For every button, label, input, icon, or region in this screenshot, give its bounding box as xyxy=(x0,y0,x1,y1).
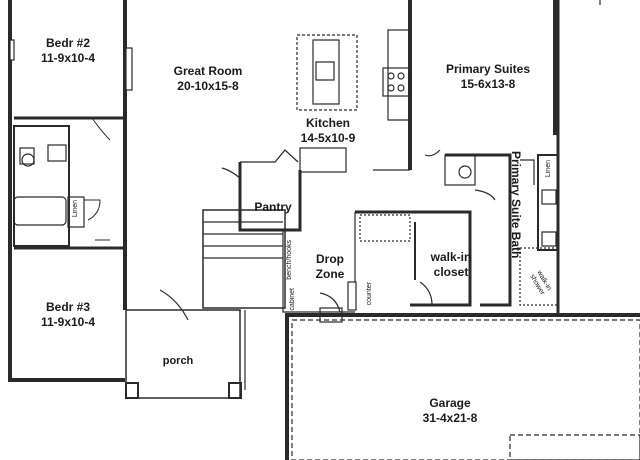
room-name: Drop Zone xyxy=(315,252,345,281)
tub xyxy=(13,196,67,226)
room-name: Bedr #2 xyxy=(45,36,91,50)
exterior-wall xyxy=(8,0,125,382)
room-name: Great Room xyxy=(173,64,243,78)
fixture-label-linen-right: Linen xyxy=(545,160,552,178)
room-name: Bedr #3 xyxy=(45,300,91,314)
room-label-porch: porch xyxy=(162,355,194,367)
room-size: 14-5x10-9 xyxy=(300,131,356,145)
room-label-bedr3: Bedr #3 11-9x10-4 xyxy=(28,300,108,330)
room-label-garage: Garage 31-4x21-8 xyxy=(390,396,510,426)
sink-left xyxy=(47,144,67,162)
room-name: Kitchen xyxy=(305,116,350,130)
room-label-great-room: Great Room 20-10x15-8 xyxy=(158,64,258,94)
room-label-walkin-closet: walk-in closet xyxy=(424,250,478,280)
fixture-label-bench-hooks: bench/hooks xyxy=(286,240,293,280)
room-label-kitchen: Kitchen 14-5x10-9 xyxy=(278,116,378,146)
room-label-pantry: Pantry xyxy=(254,200,292,214)
room-name: Garage xyxy=(429,396,471,410)
room-label-primary-suites: Primary Suites 15-6x13-8 xyxy=(428,62,548,92)
room-name: Primary Suite Bath xyxy=(509,151,523,259)
fixture-label-counter: counter xyxy=(366,282,373,306)
room-size: 31-4x21-8 xyxy=(422,411,478,425)
room-label-primary-suite-bath: Primary Suite Bath xyxy=(508,150,523,260)
room-name: Primary Suites xyxy=(445,62,531,76)
room-size: 15-6x13-8 xyxy=(460,77,516,91)
bath-wall xyxy=(13,125,70,247)
fixture-label-linen-left: Linen xyxy=(72,200,79,218)
kitchen-island xyxy=(296,34,358,111)
room-name: walk-in closet xyxy=(430,250,472,279)
room-label-drop-zone: Drop Zone xyxy=(305,252,355,282)
fixture-label-cabinet: cabinet xyxy=(289,288,296,311)
room-label-bedr2: Bedr #2 11-9x10-4 xyxy=(28,36,108,66)
porch-area xyxy=(125,309,241,399)
toilet-left xyxy=(19,147,35,165)
garage-wall xyxy=(285,313,640,460)
room-size: 20-10x15-8 xyxy=(177,79,239,93)
room-size: 11-9x10-4 xyxy=(40,315,96,329)
room-size: 11-9x10-4 xyxy=(40,51,96,65)
stairs xyxy=(202,209,286,309)
